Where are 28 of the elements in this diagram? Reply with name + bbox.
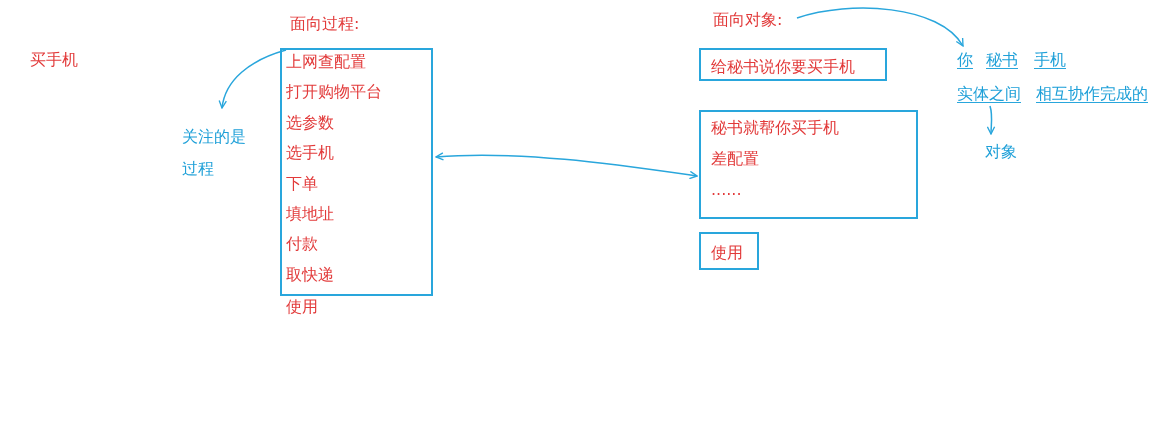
- note-text: 买手机: [30, 50, 78, 70]
- box-text: 给秘书说你要买手机: [711, 56, 855, 77]
- arrow: [986, 105, 996, 135]
- note-text: 实体之间: [957, 84, 1021, 104]
- list-item: 选参数: [286, 112, 334, 133]
- note-text: 你: [957, 50, 973, 70]
- box-text: ......: [711, 180, 742, 200]
- arrow: [796, 7, 964, 47]
- note-text: 对象: [985, 142, 1017, 162]
- list-item: 下单: [286, 173, 318, 194]
- arrow: [435, 152, 698, 180]
- list-item: 付款: [286, 234, 318, 255]
- box-text: 秘书就帮你买手机: [711, 118, 839, 138]
- note-text: 相互协作完成的: [1036, 84, 1148, 104]
- arrow: [219, 49, 287, 109]
- box-text: 差配置: [711, 149, 759, 169]
- note-text: 关注的是过程: [182, 126, 247, 180]
- list-item: 打开购物平台: [286, 82, 382, 103]
- list-item: 选手机: [286, 143, 334, 164]
- note-text: 手机: [1034, 50, 1066, 70]
- note-text: 秘书: [986, 50, 1018, 70]
- list-item: 上网查配置: [286, 52, 366, 72]
- note-text: 面向对象:: [713, 10, 783, 30]
- box-text: 使用: [711, 243, 743, 263]
- list-item: 填地址: [286, 204, 334, 224]
- list-item: 取快递: [286, 264, 334, 285]
- heading-text: 面向过程:: [290, 14, 360, 34]
- list-item: 使用: [286, 297, 318, 317]
